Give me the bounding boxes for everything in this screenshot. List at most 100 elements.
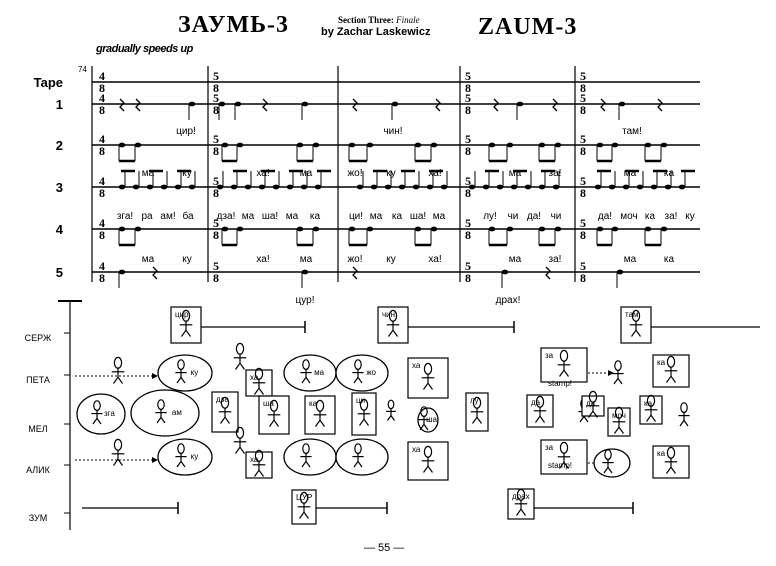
gesture-word: дза (216, 395, 229, 404)
figure-leg (666, 375, 672, 383)
gesture-word: ха (412, 361, 421, 370)
figure-leg (563, 461, 569, 469)
role-label: СЕРЖ (25, 333, 52, 343)
gesture-word: stamp! (548, 379, 572, 388)
stick-figure (602, 449, 614, 474)
lyric-staff1: цир! (176, 126, 196, 137)
rest (262, 98, 268, 112)
rest (135, 98, 141, 112)
lyric-staff1: там! (622, 126, 642, 137)
lyric-staff2: ка (664, 168, 675, 179)
staff-label: 3 (56, 180, 63, 195)
lyric-staff3: ма (370, 211, 383, 222)
note-head (414, 226, 422, 232)
lyric-staff1: чин! (383, 126, 402, 137)
role-label: ПЕТА (26, 375, 50, 385)
gesture-word: моч (612, 411, 626, 420)
figure-leg (319, 419, 325, 427)
stick-figure (111, 356, 125, 384)
figure-leg (592, 410, 598, 418)
stick-figure (300, 359, 312, 384)
figure-leg (559, 369, 565, 377)
figure-leg (117, 458, 123, 466)
stick-figure (175, 359, 187, 384)
figure-leg (305, 377, 311, 384)
lyric-staff2: ма (624, 168, 637, 179)
lyric-staff3: ка (645, 211, 656, 222)
figure-head (423, 445, 433, 458)
stick-figure (557, 441, 571, 469)
note-head (538, 184, 546, 190)
time-signature-bottom: 8 (99, 103, 105, 117)
lyric-staff3: да! (527, 211, 541, 222)
gesture-word: чин (382, 310, 395, 319)
figure-leg (301, 461, 307, 468)
figure-leg (359, 418, 365, 426)
note-head (218, 101, 226, 107)
figure-head (113, 438, 123, 451)
note-head (538, 142, 546, 148)
stick-figure (386, 399, 396, 421)
figure-leg (299, 511, 305, 519)
note-head (118, 142, 126, 148)
figure-head (387, 399, 395, 410)
figure-leg (180, 461, 186, 468)
note-head (616, 269, 624, 275)
note-head (644, 226, 652, 232)
gesture-word: там (625, 310, 639, 319)
time-signature-bottom: 8 (580, 144, 586, 158)
note-head (516, 101, 524, 107)
note-head (618, 101, 626, 107)
time-signature-top: 5 (213, 174, 219, 188)
note-head (552, 184, 560, 190)
lyric-staff3: чи (508, 211, 519, 222)
lyric-staff2: ха! (256, 168, 269, 179)
note-head (468, 184, 476, 190)
time-signature-top: 4 (99, 132, 105, 146)
figure-leg (254, 469, 260, 477)
figure-head (220, 396, 230, 409)
time-signature-top: 4 (99, 216, 105, 230)
gesture-word: за (545, 443, 554, 452)
lyric-staff3: ма (286, 211, 299, 222)
figure-leg (254, 387, 260, 395)
stick-figure (357, 398, 371, 426)
lyric-staff3: моч (620, 211, 637, 222)
figure-head (315, 399, 325, 412)
time-signature-top: 4 (99, 91, 105, 105)
stick-figure (612, 406, 626, 434)
staff-label: 1 (56, 97, 63, 112)
note-head (134, 226, 142, 232)
time-signature-top: 5 (465, 259, 471, 273)
note-head (118, 269, 126, 275)
figure-leg (181, 329, 187, 337)
note-head (296, 142, 304, 148)
lyric-staff4: ма (624, 254, 637, 265)
time-signature-bottom: 8 (99, 186, 105, 200)
time-signature-bottom: 8 (580, 186, 586, 200)
figure-leg (353, 377, 359, 384)
figure-leg (96, 418, 102, 425)
figure-leg (583, 416, 589, 423)
note-head (506, 226, 514, 232)
note-head (118, 184, 126, 190)
figure-head (559, 441, 569, 454)
lyric-staff2: ку (182, 168, 192, 179)
lyric-staff4: ма (300, 254, 313, 265)
figure-leg (305, 461, 311, 468)
stick-figure (297, 491, 311, 519)
note-head (644, 142, 652, 148)
figure-leg (224, 416, 230, 424)
stick-figure (421, 445, 435, 473)
figure-head (423, 362, 433, 375)
note-head (440, 184, 448, 190)
figure-leg (427, 382, 433, 390)
note-head (430, 142, 438, 148)
note-head (230, 184, 238, 190)
note-head (312, 142, 320, 148)
figure-leg (92, 418, 98, 425)
note-head (312, 226, 320, 232)
lyric-staff3: дза! (217, 211, 236, 222)
stick-figure (155, 399, 167, 424)
